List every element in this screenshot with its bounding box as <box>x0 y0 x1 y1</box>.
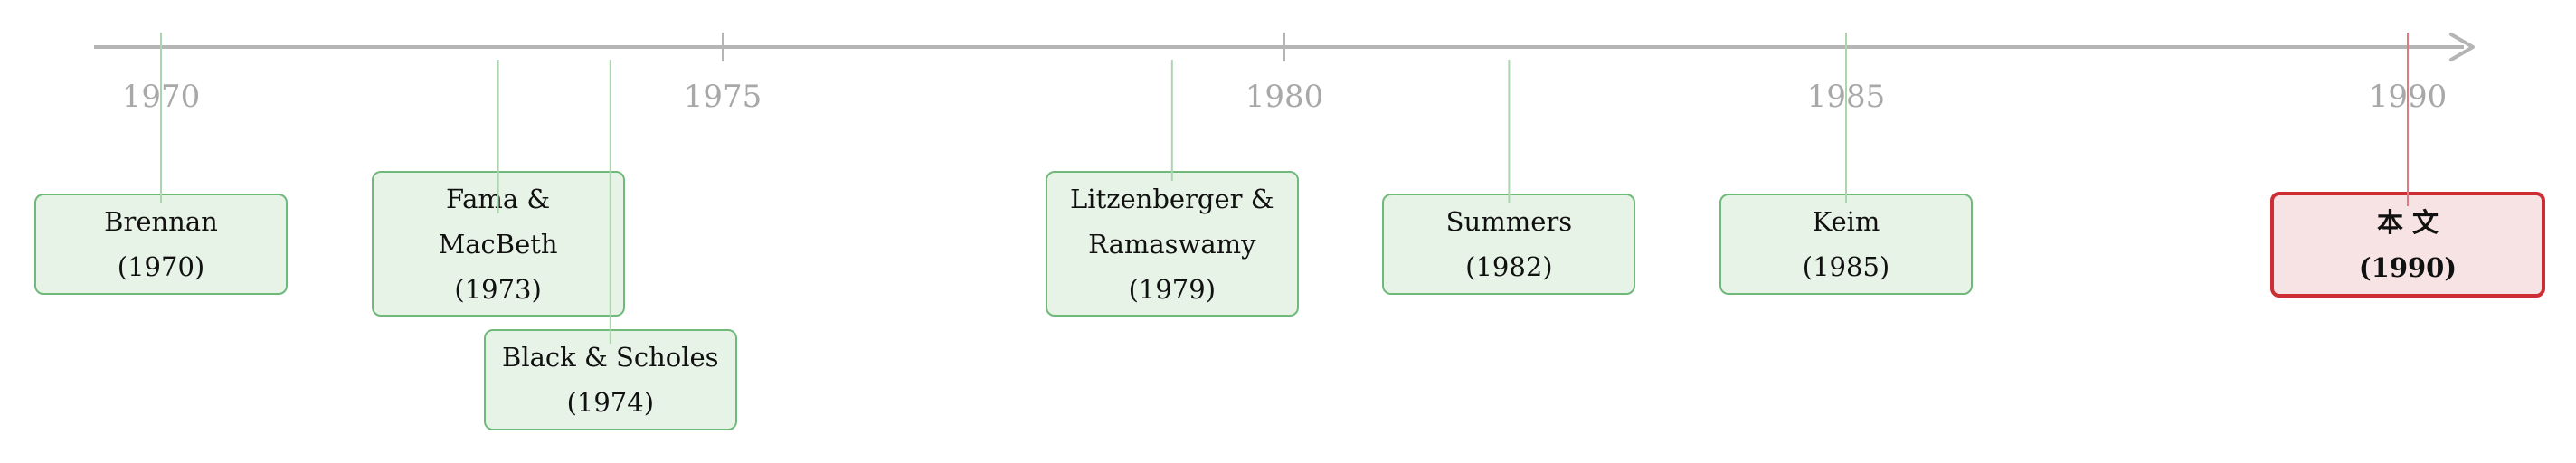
axis-ticks: 1970 1975 1980 1985 1990 <box>122 33 2448 115</box>
event-label-line: Litzenberger & <box>1070 183 1274 214</box>
event-box-black-scholes: Black & Scholes (1974) <box>483 329 737 430</box>
event-box-keim: Keim (1985) <box>1719 194 1973 295</box>
event-box-brennan: Brennan (1970) <box>34 194 288 295</box>
event-label-line: Brennan <box>104 206 218 237</box>
event-label-line: (1979) <box>1128 273 1217 305</box>
event-label-line: MacBeth <box>438 228 558 260</box>
event-label-line: (1974) <box>566 387 655 418</box>
event-box-fama-macbeth: Fama & MacBeth (1973) <box>371 171 625 317</box>
event-box-summers: Summers (1982) <box>1382 194 1636 295</box>
axis-tick-label-1970: 1970 <box>122 79 201 115</box>
event-label-line: (1982) <box>1465 251 1553 282</box>
event-label-line: Keim <box>1812 206 1880 237</box>
axis-tick-label-1985: 1985 <box>1807 79 1886 115</box>
axis-layer: 1970 1975 1980 1985 1990 <box>94 33 2475 115</box>
event-label-line: 本 文 <box>2376 206 2439 238</box>
axis-tick-label-1975: 1975 <box>684 79 762 115</box>
event-label-line: (1970) <box>117 251 205 282</box>
axis-tick-label-1990: 1990 <box>2369 79 2448 115</box>
event-label-line: (1985) <box>1802 251 1890 282</box>
event-label-line: (1990) <box>2358 251 2458 283</box>
event-box-this-paper: 本 文 (1990) <box>2270 192 2545 298</box>
axis-tick-label-1980: 1980 <box>1245 79 1324 115</box>
event-label-line: Fama & <box>445 183 551 214</box>
event-label-line: Ramaswamy <box>1088 228 1256 260</box>
event-label-line: Summers <box>1445 206 1573 237</box>
axis-arrowhead <box>2449 33 2475 61</box>
event-box-litzenberger-ramaswamy: Litzenberger & Ramaswamy (1979) <box>1045 171 1299 317</box>
event-label-line: (1973) <box>454 273 542 305</box>
event-label-line: Black & Scholes <box>502 342 719 373</box>
